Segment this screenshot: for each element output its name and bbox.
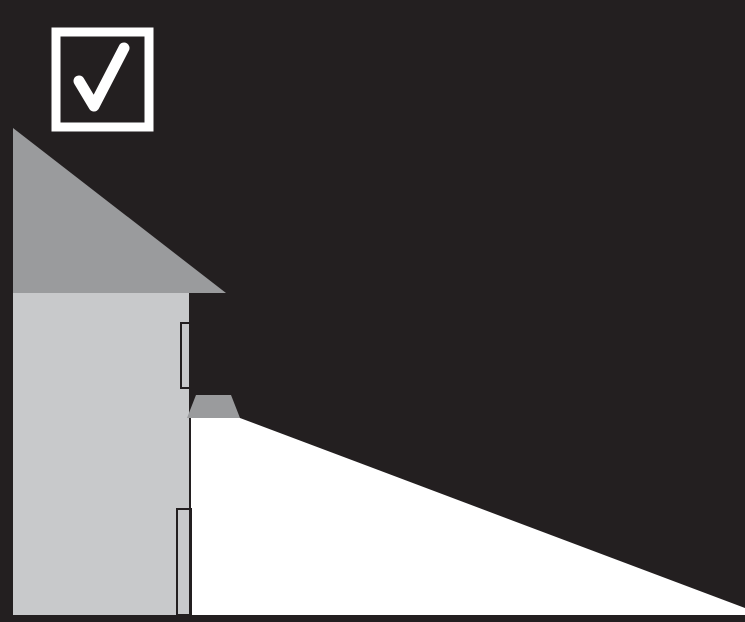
light-fixture <box>187 395 240 418</box>
house-window <box>181 323 190 388</box>
house-wall <box>13 293 190 615</box>
house-door <box>177 509 191 615</box>
